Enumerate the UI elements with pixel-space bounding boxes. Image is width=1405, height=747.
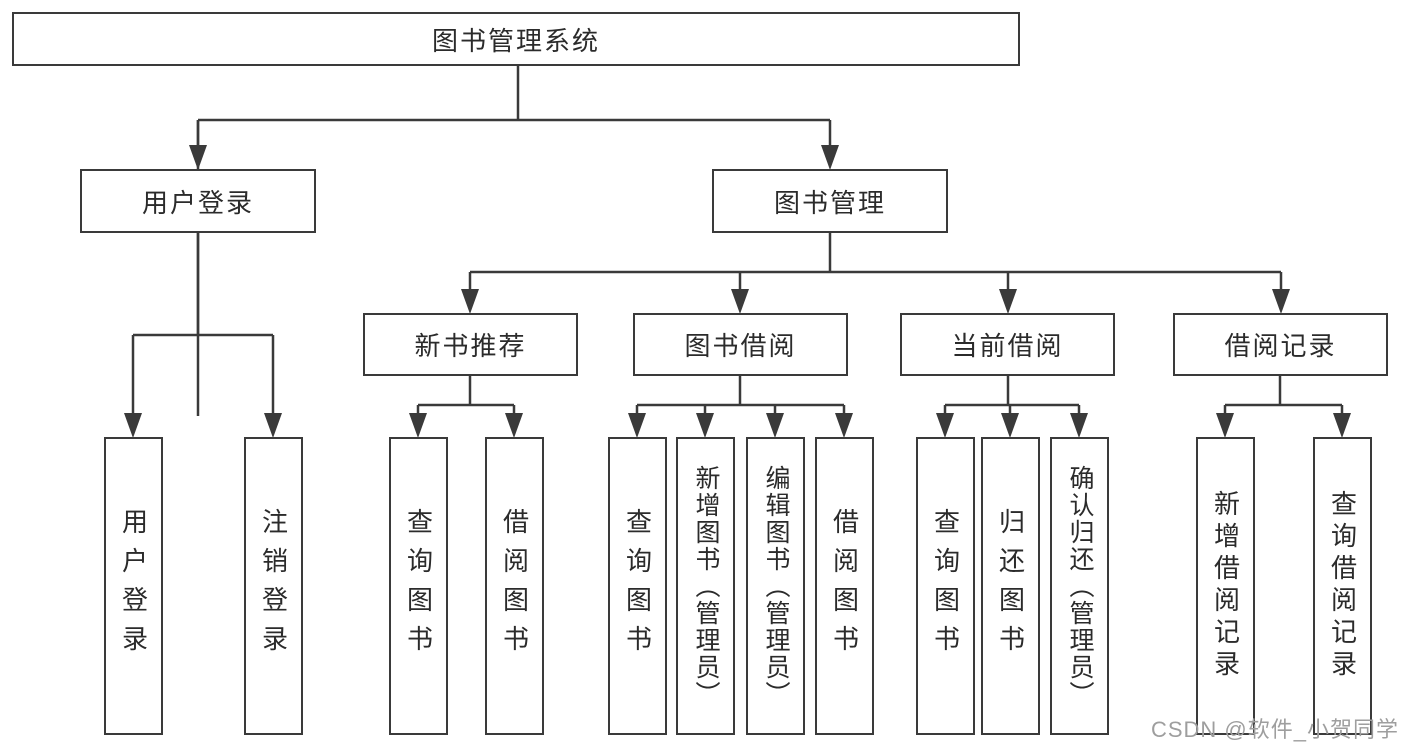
leaf-edit-book-admin: 编辑图书（管理员） [746, 437, 805, 735]
node-user-login: 用户登录 [80, 169, 316, 233]
node-current-borrow-label: 当前借阅 [951, 331, 1064, 361]
leaf-confirm-return-admin: 确认归还（管理员） [1050, 437, 1109, 735]
leaf-add-borrow-record: 新增借阅记录 [1196, 437, 1255, 735]
leaf-confirm-return-admin-label: 确认归还（管理员） [1066, 464, 1094, 708]
leaf-borrow-books-label: 借阅图书 [829, 508, 860, 664]
node-borrow-records: 借阅记录 [1173, 313, 1388, 376]
leaf-logout: 注销登录 [244, 437, 303, 735]
leaf-user-login-label: 用户登录 [118, 508, 149, 664]
leaf-query-books-current: 查询图书 [916, 437, 975, 735]
node-current-borrow: 当前借阅 [900, 313, 1115, 376]
node-library-system-label: 图书管理系统 [431, 25, 600, 56]
leaf-query-books-borrow: 查询图书 [608, 437, 667, 735]
node-borrow-records-label: 借阅记录 [1224, 331, 1337, 361]
node-library-system: 图书管理系统 [12, 12, 1020, 66]
leaf-query-books-borrow-label: 查询图书 [622, 508, 653, 664]
leaf-query-borrow-record: 查询借阅记录 [1313, 437, 1372, 735]
node-book-management-label: 图书管理 [773, 187, 886, 218]
leaf-borrow-books-recommend: 借阅图书 [485, 437, 544, 735]
leaf-return-book: 归还图书 [981, 437, 1040, 735]
leaf-user-login: 用户登录 [104, 437, 163, 735]
leaf-add-book-admin-label: 新增图书（管理员） [692, 464, 720, 708]
csdn-watermark: CSDN @软件_小贺同学 [1150, 717, 1399, 742]
node-book-management: 图书管理 [712, 169, 948, 233]
leaf-query-books-recommend: 查询图书 [389, 437, 448, 735]
node-user-login-label: 用户登录 [141, 187, 254, 218]
leaf-add-borrow-record-label: 新增借阅记录 [1210, 490, 1241, 682]
node-book-borrow: 图书借阅 [633, 313, 848, 376]
leaf-borrow-books-recommend-label: 借阅图书 [499, 508, 530, 664]
node-book-borrow-label: 图书借阅 [684, 331, 797, 361]
leaf-borrow-books: 借阅图书 [815, 437, 874, 735]
leaf-edit-book-admin-label: 编辑图书（管理员） [762, 464, 790, 708]
leaf-query-books-recommend-label: 查询图书 [403, 508, 434, 664]
leaf-query-books-current-label: 查询图书 [930, 508, 961, 664]
leaf-query-borrow-record-label: 查询借阅记录 [1327, 490, 1358, 682]
node-new-book-recommend-label: 新书推荐 [414, 331, 527, 361]
leaf-return-book-label: 归还图书 [995, 508, 1026, 664]
leaf-add-book-admin: 新增图书（管理员） [676, 437, 735, 735]
leaf-logout-label: 注销登录 [258, 508, 289, 664]
node-new-book-recommend: 新书推荐 [363, 313, 578, 376]
